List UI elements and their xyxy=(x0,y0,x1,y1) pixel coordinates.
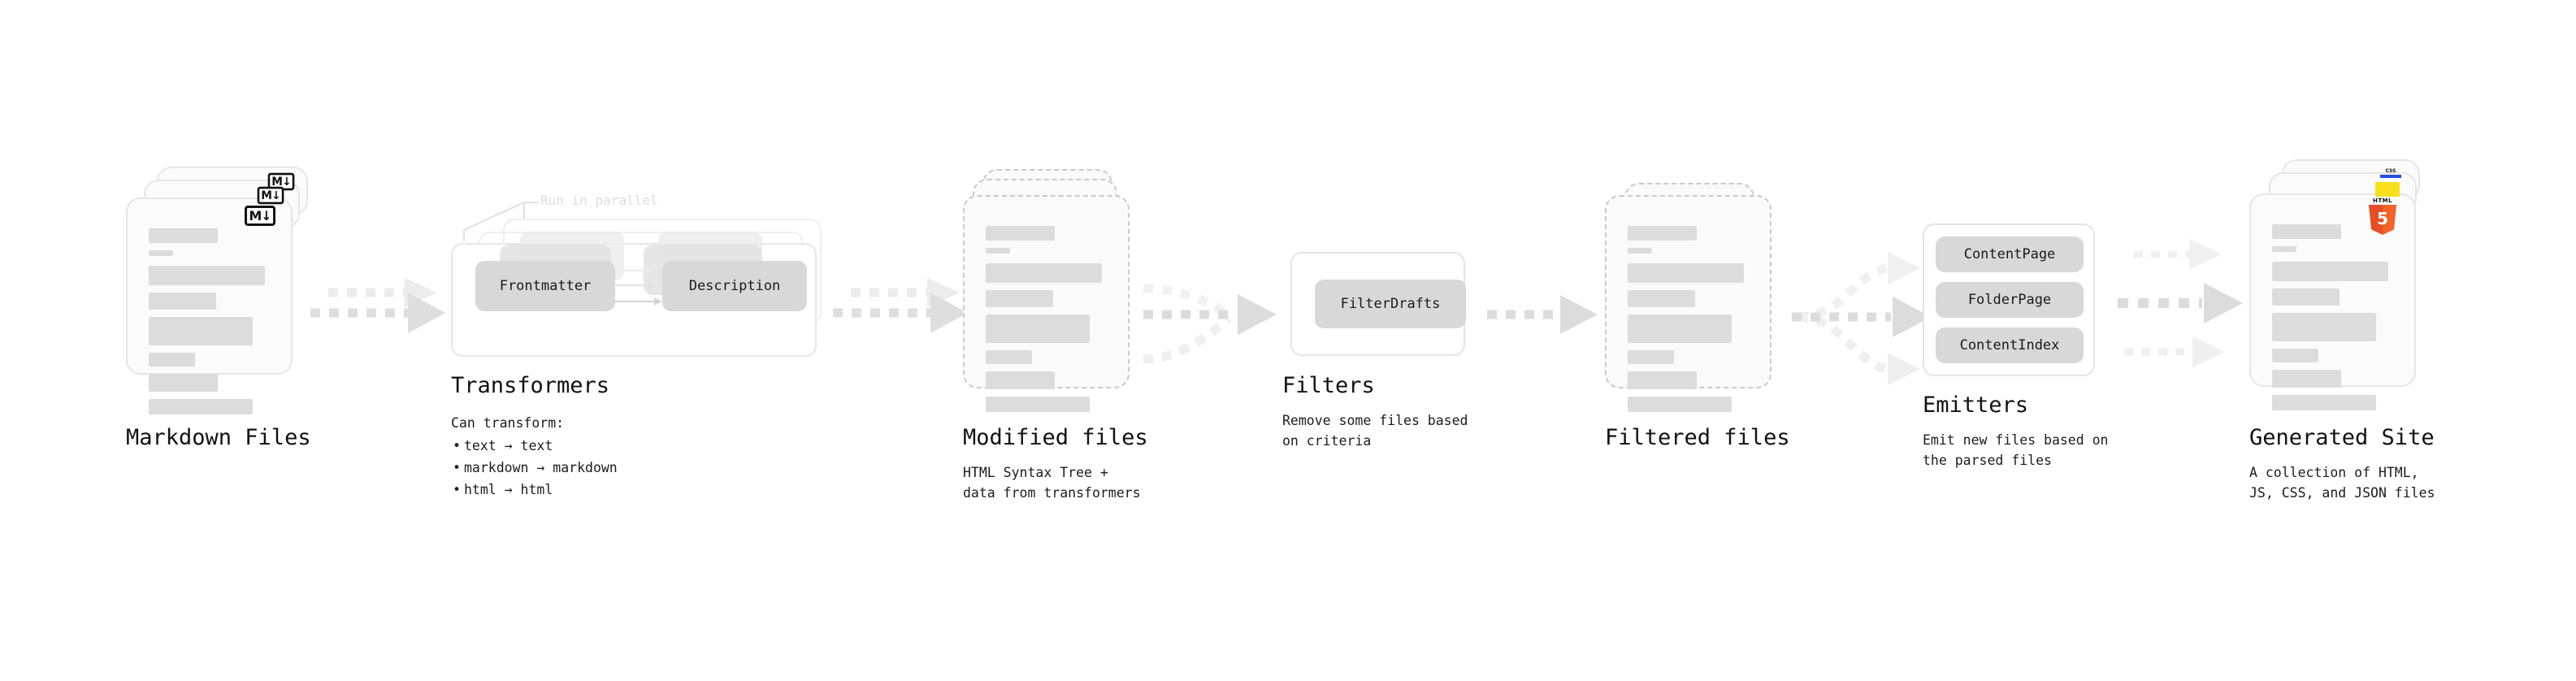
filters-title: Filters xyxy=(1282,373,1375,398)
emitter-pill-contentindex-label: ContentIndex xyxy=(1959,337,2060,354)
connector-modified-to-filters xyxy=(1143,284,1277,364)
emitters-caption: Emitters Emit new files based on the par… xyxy=(1923,393,2199,471)
filters-subtitle: Remove some files based on criteria xyxy=(1282,412,1468,449)
connector-markdown-to-transformers xyxy=(310,278,445,333)
transformers-group: Run in parallel Frontmatter Description xyxy=(451,191,833,357)
connector-transformers-to-modified xyxy=(833,278,968,333)
markdown-icon-mid: M↓ xyxy=(257,186,284,205)
js-icon xyxy=(2375,182,2400,197)
connector-filters-to-filtered xyxy=(1487,295,1598,334)
css-icon-label: CSS xyxy=(2385,168,2396,174)
modified-files-title: Modified files xyxy=(963,425,1148,450)
run-in-parallel-label: Run in parallel xyxy=(540,193,658,208)
transformer-inner-arrows xyxy=(612,267,662,306)
transformers-title: Transformers xyxy=(451,373,610,398)
html5-icon-number: 5 xyxy=(2377,208,2388,228)
modified-files-subtitle: HTML Syntax Tree + data from transformer… xyxy=(963,464,1141,501)
modified-files-card-stack xyxy=(963,169,1150,429)
emitter-pill-folderpage[interactable]: FolderPage xyxy=(1936,282,2084,318)
emitters-title: Emitters xyxy=(1923,393,2029,418)
document-content-lines xyxy=(1628,226,1749,419)
filters-caption: Filters Remove some files based on crite… xyxy=(1282,374,1542,452)
transformer-pill-frontmatter[interactable]: Frontmatter xyxy=(475,261,615,311)
transformers-bullet: text → text xyxy=(451,436,719,458)
transformer-pill-description-label: Description xyxy=(688,278,781,294)
generated-site-subtitle: A collection of HTML, JS, CSS, and JSON … xyxy=(2249,464,2435,501)
filter-pill-filterdrafts[interactable]: FilterDrafts xyxy=(1315,280,1466,328)
filters-group: FilterDrafts xyxy=(1290,252,1469,358)
document-sheet-front xyxy=(963,195,1130,412)
emitters-subtitle: Emit new files based on the parsed files xyxy=(1923,432,2109,469)
transformer-pill-frontmatter-label: Frontmatter xyxy=(499,278,592,294)
css-icon: CSS xyxy=(2379,169,2402,180)
markdown-icon-back: M↓ xyxy=(267,172,295,191)
markdown-files-caption: Markdown Files xyxy=(126,426,370,450)
html5-icon-shield: 5 xyxy=(2369,205,2396,235)
transformers-bullet-list: text → text markdown → markdown html → h… xyxy=(451,436,719,501)
generated-site-card-stack: CSS HTML 5 xyxy=(2249,159,2452,419)
connector-emitters-to-site xyxy=(2118,239,2243,367)
markdown-files-title: Markdown Files xyxy=(126,425,311,450)
transformers-bullet: markdown → markdown xyxy=(451,458,719,479)
filtered-files-caption: Filtered files xyxy=(1605,426,1873,450)
markdown-icon-front: M↓ xyxy=(245,206,275,226)
filter-pill-filterdrafts-label: FilterDrafts xyxy=(1340,296,1441,312)
connector-filtered-to-emitters xyxy=(1792,252,1932,385)
html5-icon-word: HTML xyxy=(2372,197,2393,204)
emitter-pill-contentpage[interactable]: ContentPage xyxy=(1936,236,2084,272)
transformers-subtitle: Can transform: xyxy=(451,414,565,431)
generated-site-caption: Generated Site A collection of HTML, JS,… xyxy=(2249,426,2526,504)
document-sheet-front xyxy=(126,197,293,414)
css-icon-bar xyxy=(2380,175,2401,178)
emitter-pill-folderpage-label: FolderPage xyxy=(1967,292,2052,308)
transformer-pill-description[interactable]: Description xyxy=(662,261,807,311)
document-content-lines xyxy=(2272,224,2393,418)
filtered-files-title: Filtered files xyxy=(1605,425,1790,450)
emitter-pill-contentpage-label: ContentPage xyxy=(1963,246,2056,262)
document-content-lines xyxy=(986,226,1107,419)
modified-files-caption: Modified files HTML Syntax Tree + data f… xyxy=(963,426,1231,504)
emitters-group: ContentPage FolderPage ContentIndex xyxy=(1923,223,2110,386)
transformers-caption: Transformers Can transform: text → text … xyxy=(451,374,719,501)
document-sheet-front xyxy=(1605,195,1772,412)
markdown-files-card-stack: M↓ M↓ M↓ xyxy=(126,167,313,414)
run-in-parallel-bracket xyxy=(463,201,539,241)
document-content-lines xyxy=(149,228,270,422)
generated-site-title: Generated Site xyxy=(2249,425,2435,450)
filtered-files-card-stack xyxy=(1605,183,1792,443)
emitter-pill-contentindex[interactable]: ContentIndex xyxy=(1936,327,2084,363)
transformers-bullet: html → html xyxy=(451,479,719,501)
html5-icon: HTML 5 xyxy=(2366,198,2399,236)
